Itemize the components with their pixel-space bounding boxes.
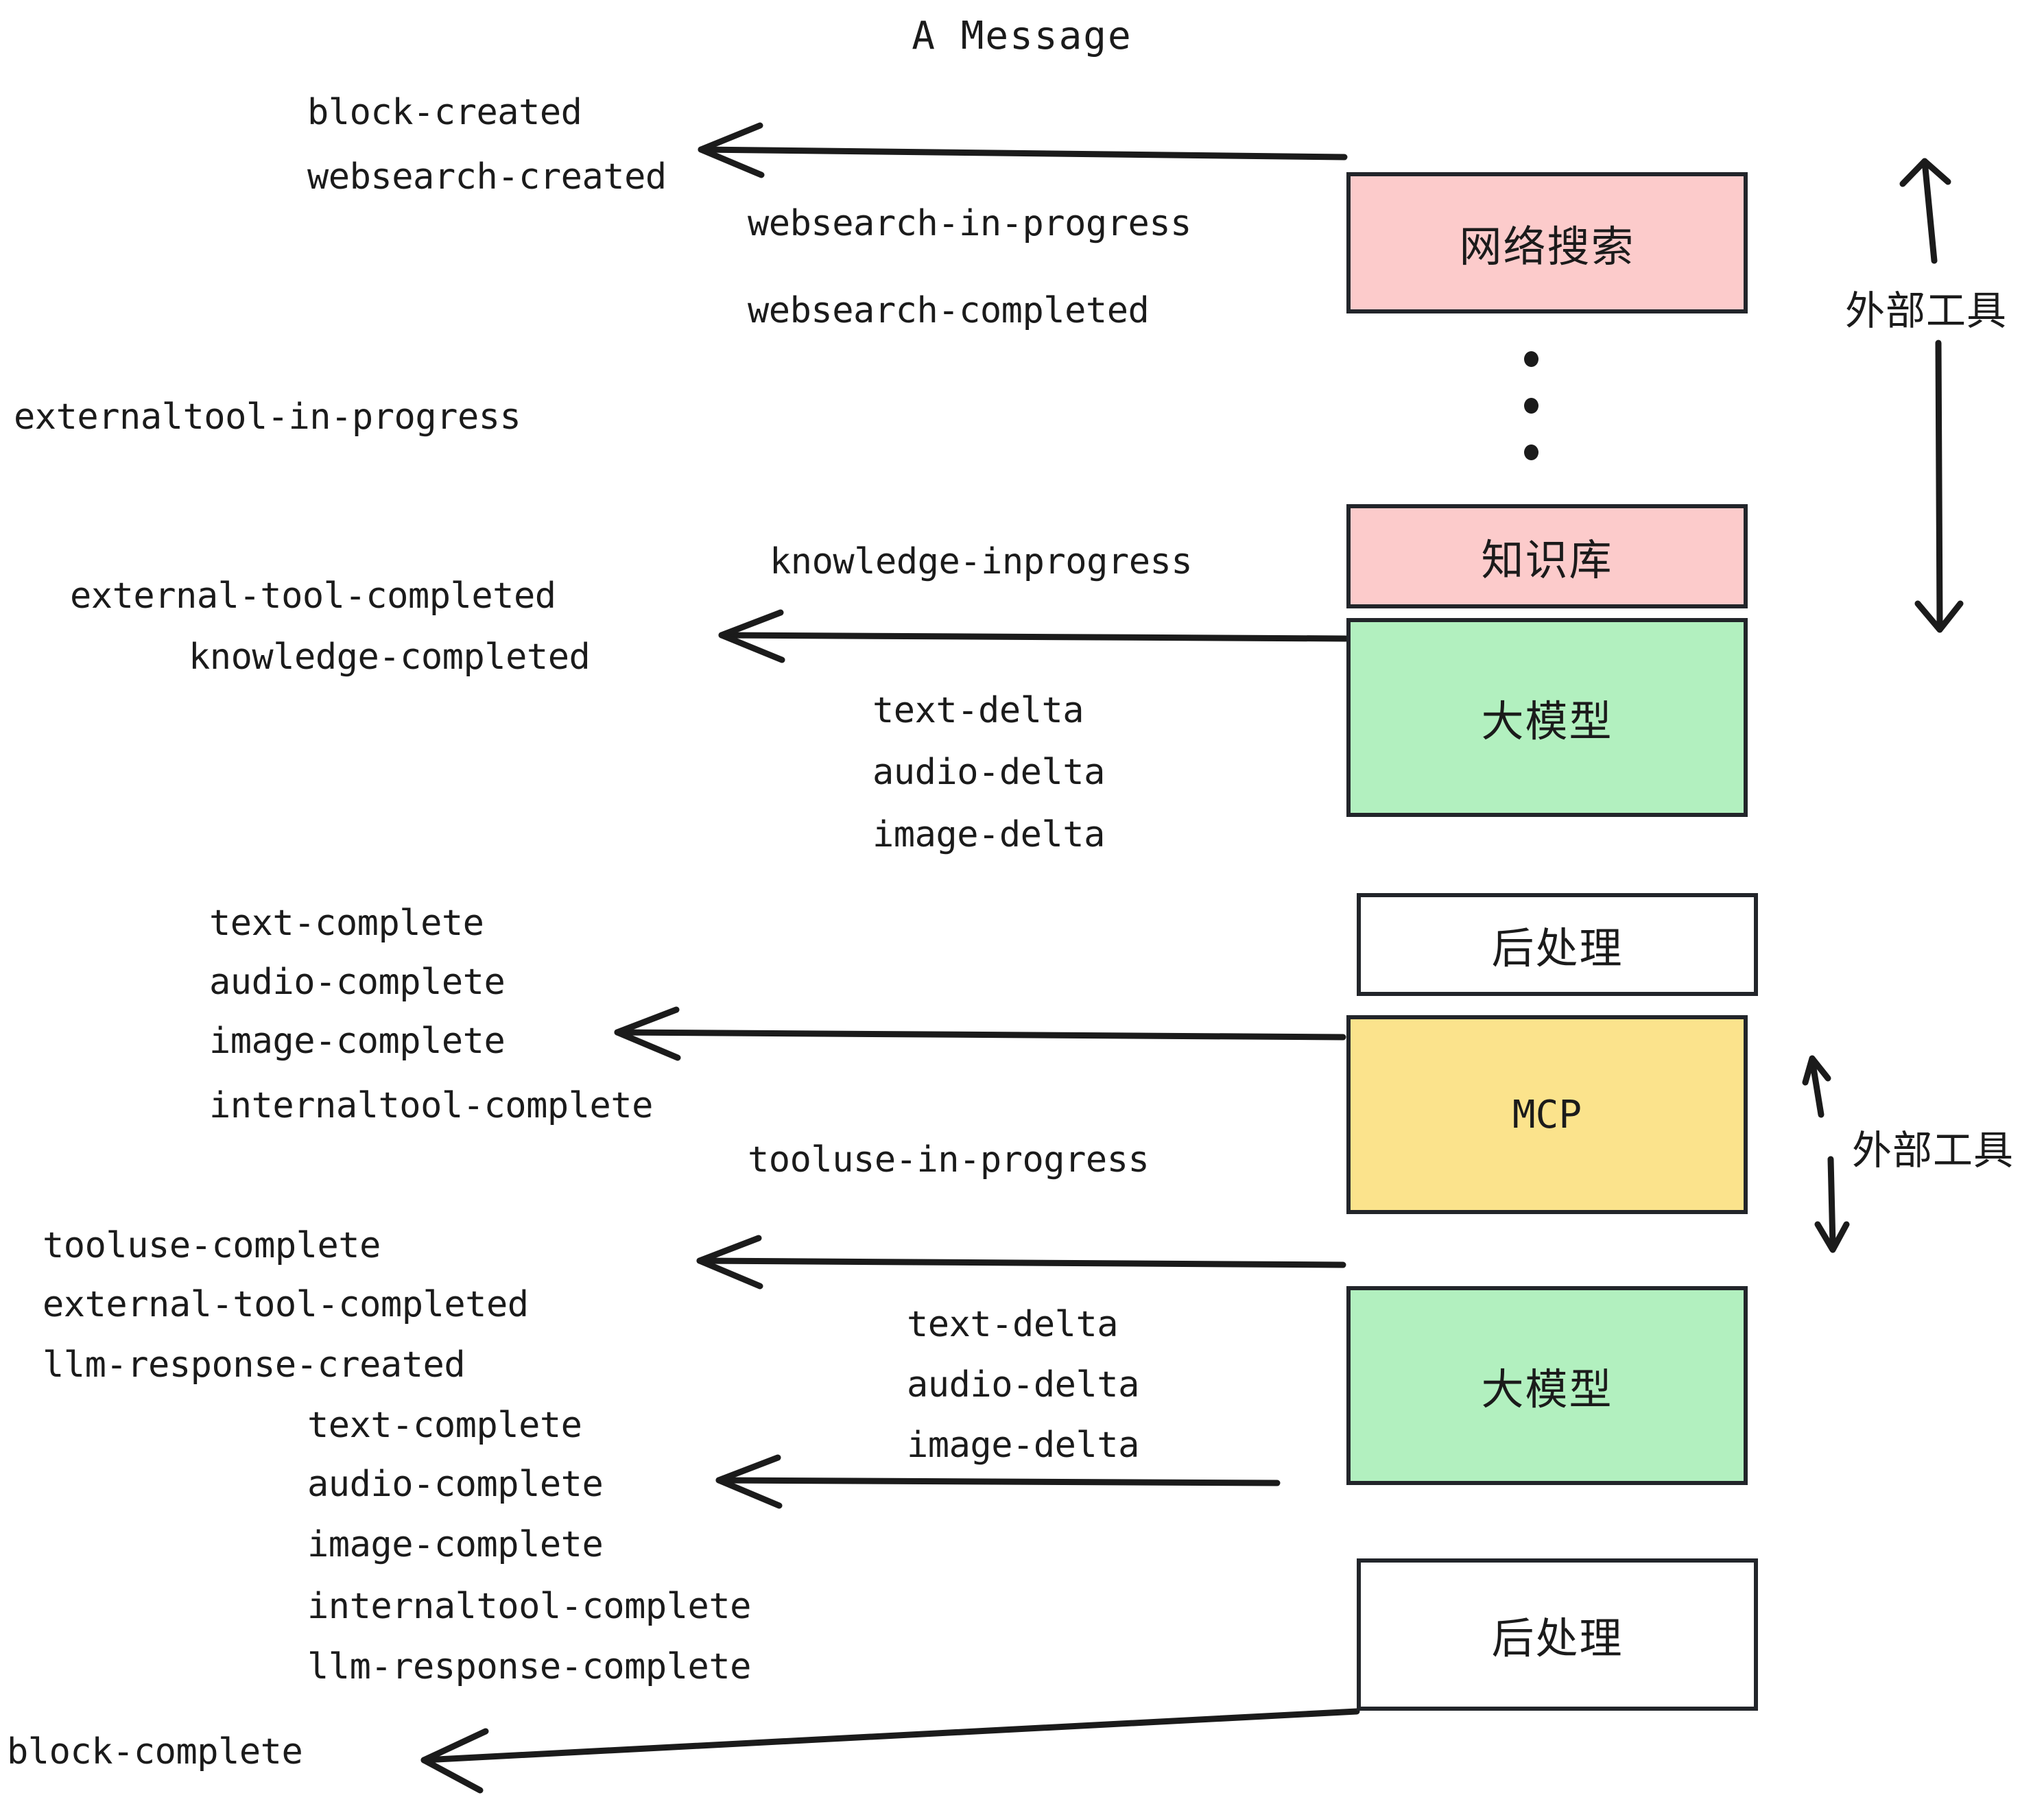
- vertical-ellipsis-icon: [1524, 351, 1538, 491]
- event-block-created: block-created: [307, 92, 582, 133]
- event-block-complete: block-complete: [7, 1731, 303, 1772]
- node-llm-1: 大模型: [1346, 618, 1748, 817]
- event-audio-complete-1: audio-complete: [209, 962, 506, 1003]
- arrow-knowledge-to-knowledge-completed: [718, 609, 1349, 663]
- event-tooluse-complete: tooluse-complete: [43, 1225, 381, 1266]
- event-internaltool-complete-1: internaltool-complete: [209, 1085, 653, 1126]
- event-websearch-completed: websearch-completed: [748, 290, 1150, 331]
- external-tool-up-arrow-bottom: [1802, 1055, 1831, 1118]
- arrow-postprocess2-to-block-complete: [420, 1708, 1360, 1794]
- event-image-delta-2: image-delta: [907, 1425, 1139, 1466]
- event-audio-delta-1: audio-delta: [872, 752, 1105, 793]
- event-text-delta-1: text-delta: [872, 690, 1084, 731]
- event-text-delta-2: text-delta: [907, 1304, 1119, 1345]
- event-image-complete-1: image-complete: [209, 1021, 506, 1062]
- arrow-websearch-to-block-created: [698, 122, 1348, 178]
- event-internaltool-complete-2: internaltool-complete: [307, 1586, 751, 1627]
- event-externaltool-in-progress: externaltool-in-progress: [14, 396, 521, 438]
- event-websearch-in-progress: websearch-in-progress: [748, 203, 1191, 244]
- node-postprocess-1: 后处理: [1357, 893, 1758, 996]
- event-external-tool-completed-2: external-tool-completed: [43, 1284, 529, 1325]
- node-llm-2: 大模型: [1346, 1286, 1748, 1485]
- event-audio-complete-2: audio-complete: [307, 1464, 604, 1505]
- node-websearch: 网络搜索: [1346, 172, 1748, 313]
- event-image-complete-2: image-complete: [307, 1524, 604, 1565]
- event-knowledge-inprogress: knowledge-inprogress: [770, 541, 1193, 582]
- event-text-complete-2: text-complete: [307, 1405, 582, 1446]
- event-llm-response-created: llm-response-created: [43, 1344, 466, 1386]
- arrow-mcp-to-tooluse-complete: [696, 1235, 1346, 1290]
- event-external-tool-completed-1: external-tool-completed: [70, 575, 556, 617]
- annotation-external-tool-bottom: 外部工具: [1852, 1127, 2015, 1174]
- node-mcp: MCP: [1346, 1015, 1748, 1214]
- event-llm-response-complete: llm-response-complete: [307, 1646, 751, 1687]
- event-knowledge-completed: knowledge-completed: [189, 637, 591, 678]
- event-audio-delta-2: audio-delta: [907, 1364, 1139, 1405]
- node-knowledge: 知识库: [1346, 504, 1748, 608]
- annotation-external-tool-top: 外部工具: [1845, 287, 2008, 334]
- event-tooluse-in-progress: tooluse-in-progress: [748, 1139, 1150, 1180]
- arrow-postprocess-to-image-complete: [614, 1006, 1346, 1061]
- event-websearch-created: websearch-created: [307, 156, 667, 198]
- event-text-complete-1: text-complete: [209, 903, 484, 944]
- external-tool-up-arrow-top: [1899, 158, 1951, 264]
- node-postprocess-2: 后处理: [1357, 1558, 1758, 1711]
- event-image-delta-1: image-delta: [872, 814, 1105, 855]
- page-title: A Message: [912, 14, 1132, 58]
- external-tool-down-arrow-bottom: [1814, 1156, 1850, 1253]
- external-tool-down-arrow-top: [1914, 340, 1964, 633]
